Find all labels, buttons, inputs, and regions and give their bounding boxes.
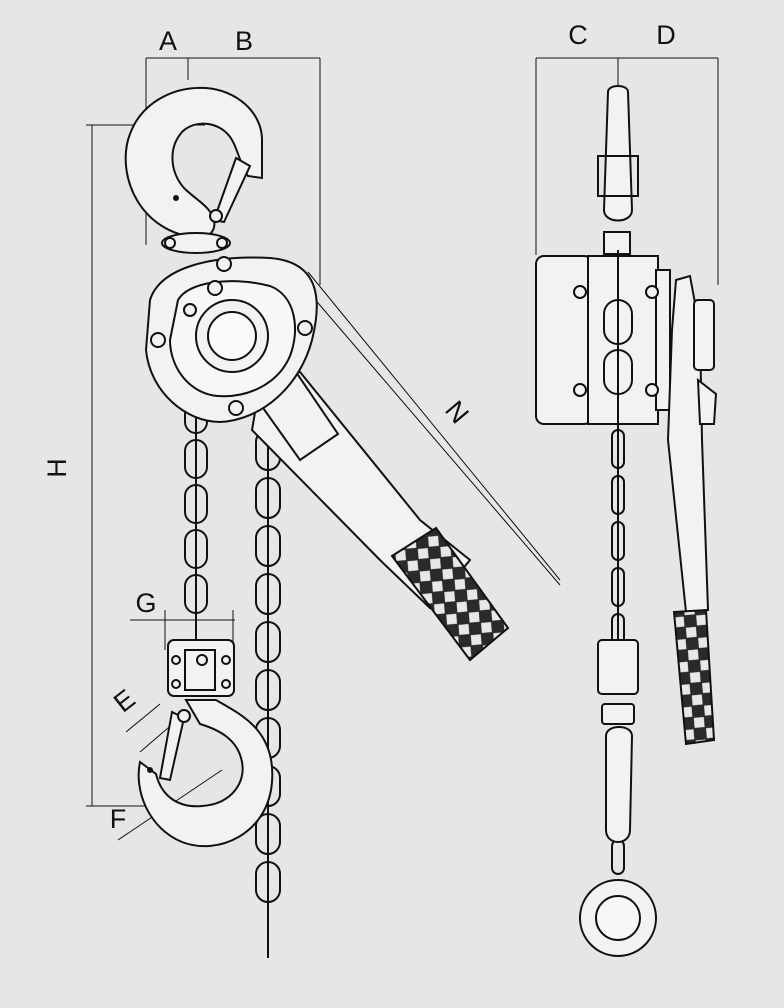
side-lower-hook bbox=[579, 639, 657, 957]
lower-hook-block bbox=[167, 639, 235, 697]
side-lever-grip bbox=[672, 608, 716, 746]
side-hand-lever bbox=[666, 274, 718, 614]
side-hoist-body bbox=[535, 255, 671, 425]
side-view: C D bbox=[535, 20, 719, 957]
dim-label-d: D bbox=[656, 20, 676, 50]
dim-label-h: H bbox=[42, 458, 72, 478]
hoist-body bbox=[144, 256, 318, 424]
dim-label-c: C bbox=[568, 20, 588, 50]
dim-label-a: A bbox=[159, 26, 177, 56]
upper-hook bbox=[124, 86, 263, 254]
lever-grip bbox=[390, 526, 510, 662]
dim-label-g: G bbox=[135, 588, 156, 618]
lower-hook bbox=[137, 699, 274, 848]
slack-chain bbox=[255, 420, 281, 958]
dim-label-b: B bbox=[235, 26, 253, 56]
front-view: A B G F H E N bbox=[42, 26, 561, 958]
dim-label-f: F bbox=[110, 804, 127, 834]
side-dimension-lines bbox=[535, 57, 719, 285]
side-upper-hook bbox=[597, 85, 639, 255]
